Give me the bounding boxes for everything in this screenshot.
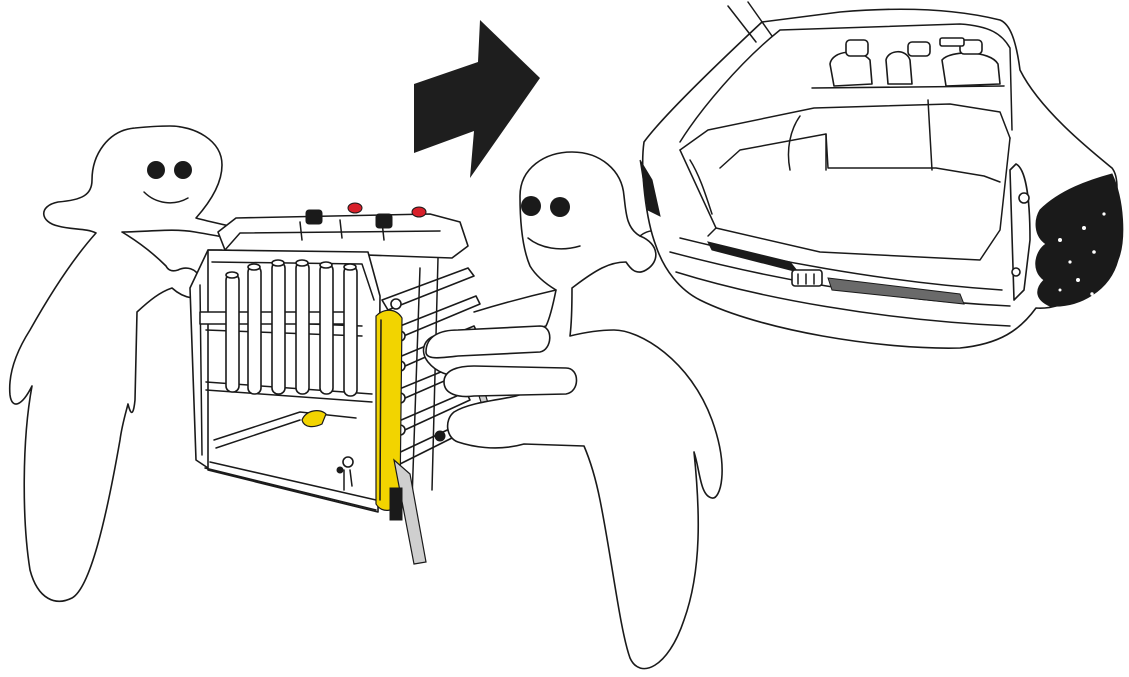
arrow-up-right-icon [414,20,540,178]
car-trunk [640,2,1123,348]
